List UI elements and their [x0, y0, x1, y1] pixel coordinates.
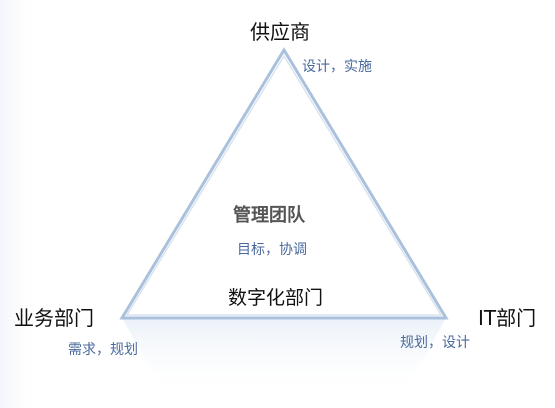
- triangle-outline: [119, 47, 449, 320]
- base-label: 数字化部门: [228, 287, 324, 309]
- center-title: 管理团队: [233, 205, 305, 226]
- node-right-label: IT部门: [478, 306, 537, 330]
- node-top-desc: 设计，实施: [302, 59, 372, 75]
- triangle-reflection: [122, 318, 446, 400]
- triangle-inner-glow: [125, 54, 443, 316]
- node-right-desc: 规划，设计: [400, 335, 470, 351]
- background-fade: [0, 0, 40, 408]
- node-top-label: 供应商: [250, 20, 310, 44]
- center-subtitle: 目标，协调: [237, 242, 307, 258]
- node-left-label: 业务部门: [14, 306, 94, 330]
- node-left-desc: 需求，规划: [68, 342, 138, 358]
